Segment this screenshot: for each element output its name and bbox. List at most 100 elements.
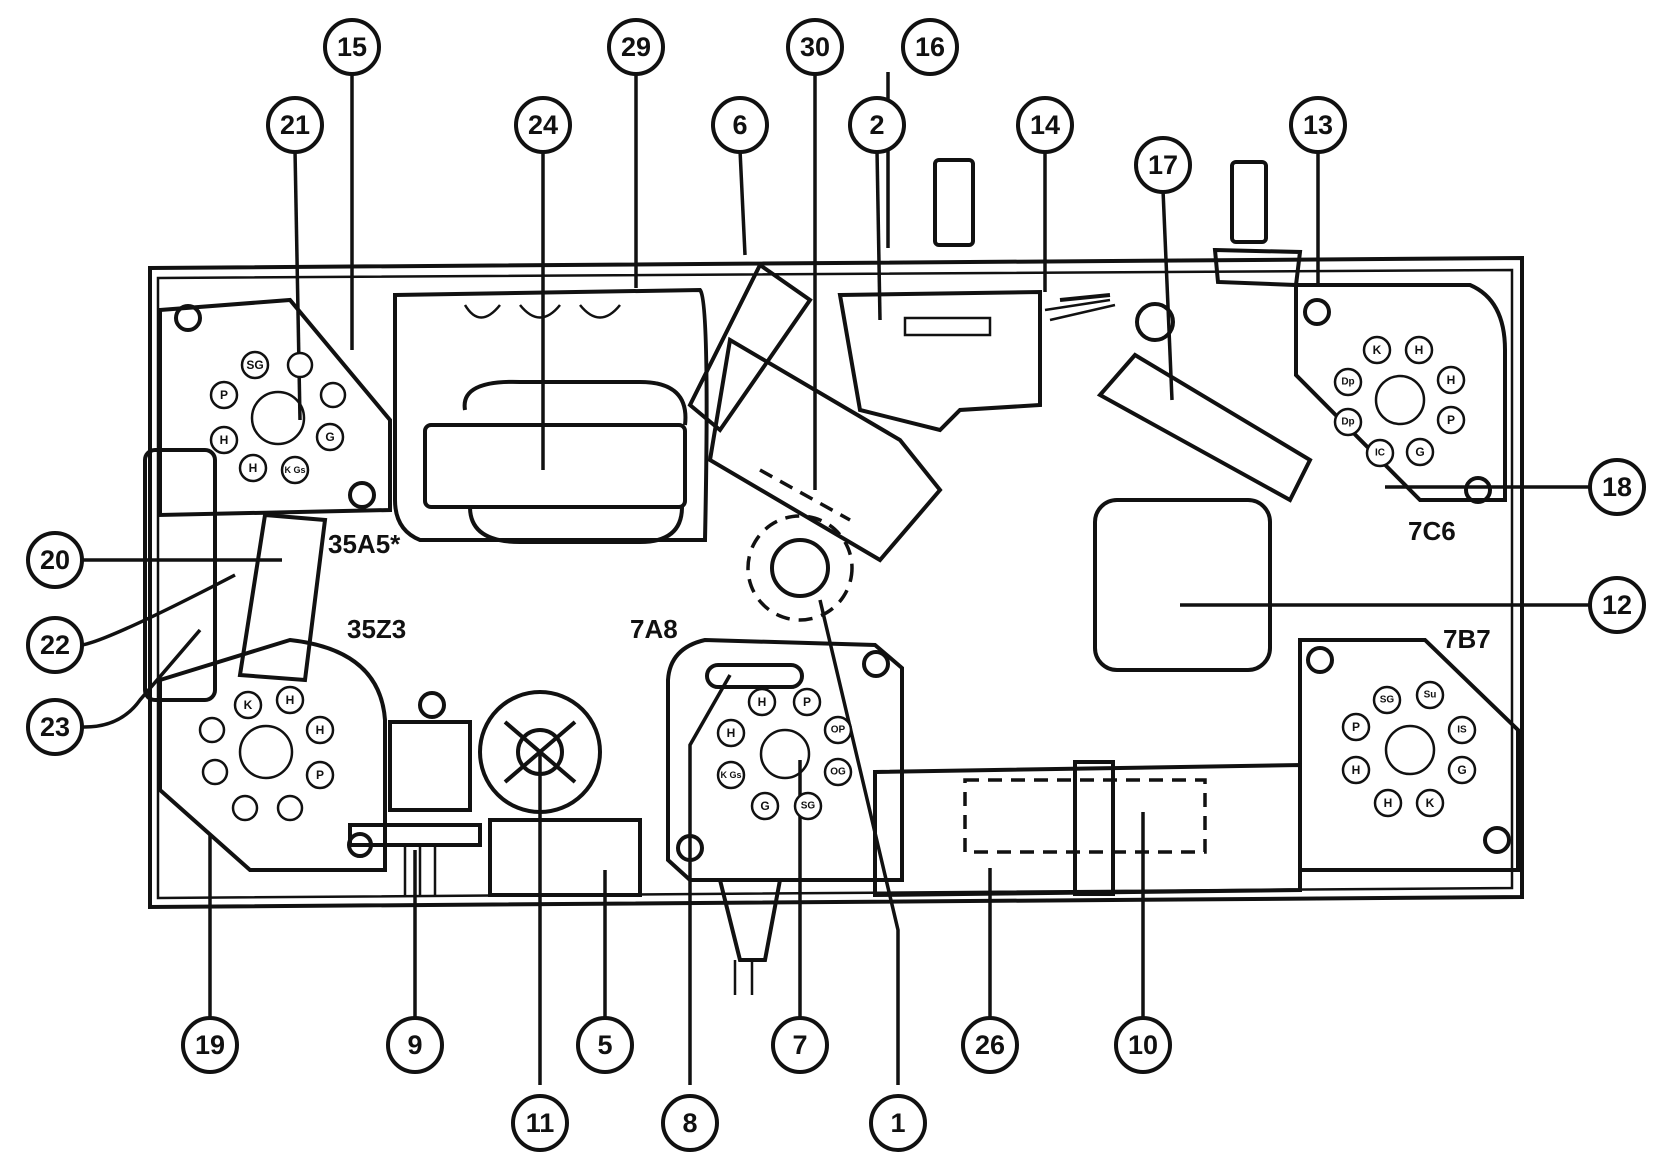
oscillator-coil-socket bbox=[746, 514, 854, 622]
callout-10: 10 bbox=[1114, 1016, 1172, 1074]
pin-7B7-K bbox=[1415, 788, 1445, 818]
pin-label: P bbox=[803, 695, 811, 709]
pin-label: SG bbox=[1380, 695, 1395, 706]
callout-number: 6 bbox=[732, 110, 747, 140]
pin-label: SG bbox=[801, 801, 816, 812]
callout-number: 30 bbox=[800, 32, 830, 62]
pin-7C6-H2 bbox=[1436, 365, 1466, 395]
callouts: 15 29 30 16 21 24 6 2 14 17 13 18 12 20 … bbox=[26, 18, 1646, 1152]
callout-number: 2 bbox=[869, 110, 884, 140]
capacitor-block bbox=[873, 760, 1302, 898]
callout-8: 8 bbox=[661, 1094, 719, 1152]
pin-7A8-SG bbox=[793, 791, 823, 821]
output-transformer bbox=[393, 287, 709, 544]
socket-plate-35A5 bbox=[158, 297, 392, 518]
callout-number: 23 bbox=[40, 712, 70, 742]
callout-number: 5 bbox=[597, 1030, 612, 1060]
terminal-strip bbox=[348, 691, 482, 895]
pin-label: Dp bbox=[1341, 417, 1354, 428]
callout-16: 16 bbox=[901, 18, 959, 76]
pin-label: H bbox=[1384, 796, 1393, 810]
callout-18: 18 bbox=[1588, 458, 1646, 516]
pin-7B7-G bbox=[1447, 755, 1477, 785]
callout-23: 23 bbox=[26, 698, 84, 756]
callout-20: 20 bbox=[26, 531, 84, 589]
pin-label: G bbox=[325, 430, 334, 444]
volume-control-switch bbox=[837, 158, 1116, 433]
pin-7A8-KGs bbox=[716, 760, 746, 790]
pin-7C6-H1 bbox=[1404, 335, 1434, 365]
leader-lines bbox=[81, 72, 1590, 1085]
pin-label: IC bbox=[1375, 448, 1385, 459]
pin-label: K Gs bbox=[720, 770, 741, 780]
pin-label: Su bbox=[1424, 690, 1437, 701]
callout-24: 24 bbox=[514, 96, 572, 154]
callout-number: 11 bbox=[526, 1108, 555, 1138]
callout-11: 11 bbox=[511, 1094, 569, 1152]
callout-number: 22 bbox=[40, 630, 70, 660]
tube-35Z3-pins: K H H P bbox=[198, 685, 335, 822]
callout-number: 1 bbox=[890, 1108, 905, 1138]
pin-35Z3-H2 bbox=[305, 715, 335, 745]
pin-label: P bbox=[1352, 720, 1360, 734]
callout-number: 15 bbox=[337, 32, 367, 62]
tube-label-35Z3: 35Z3 bbox=[347, 614, 406, 644]
callout-1: 1 bbox=[869, 1094, 927, 1152]
chassis-outline bbox=[148, 255, 1524, 910]
pin-label: IS bbox=[1457, 725, 1467, 736]
resistor-left bbox=[143, 448, 328, 702]
pin-label: SG bbox=[246, 358, 263, 372]
callout-26: 26 bbox=[961, 1016, 1019, 1074]
callout-number: 24 bbox=[528, 110, 558, 140]
pin-7C6-Dp1 bbox=[1333, 367, 1363, 397]
pin-7B7-H1 bbox=[1341, 755, 1371, 785]
callout-30: 30 bbox=[786, 18, 844, 76]
variable-capacitor bbox=[687, 262, 943, 563]
pin-7C6-Dp2 bbox=[1333, 407, 1363, 437]
callout-number: 26 bbox=[975, 1030, 1005, 1060]
tube-7A8-pins: H P H OP K Gs OG G SG bbox=[716, 687, 853, 821]
callout-number: 14 bbox=[1030, 110, 1060, 140]
pin-label: OG bbox=[830, 767, 846, 778]
electrolytic-capacitor bbox=[1093, 498, 1272, 672]
callout-number: 9 bbox=[407, 1030, 422, 1060]
pin-7C6-P bbox=[1436, 405, 1466, 435]
callout-number: 12 bbox=[1602, 590, 1632, 620]
pin-7C6-IC bbox=[1365, 438, 1395, 468]
pin-label: G bbox=[1457, 763, 1466, 777]
tube-label-7A8: 7A8 bbox=[630, 614, 678, 644]
pin-label: P bbox=[316, 768, 324, 782]
socket-plate-7B7 bbox=[1298, 638, 1520, 872]
callout-number: 18 bbox=[1602, 472, 1632, 502]
pin-7B7-Su bbox=[1415, 680, 1445, 710]
pin-35Z3-H1 bbox=[275, 685, 305, 715]
tube-7B7-pins: SG Su P IS H G H K bbox=[1341, 680, 1477, 818]
pin-35Z3-K bbox=[233, 690, 263, 720]
pin-label: H bbox=[1352, 763, 1361, 777]
pin-label: G bbox=[760, 799, 769, 813]
pin-label: H bbox=[758, 695, 767, 709]
pin-7B7-IS bbox=[1447, 715, 1477, 745]
pin-35A5-H1 bbox=[209, 425, 239, 455]
pin-35A5-KGs bbox=[280, 455, 310, 485]
pin-7A8-H2 bbox=[716, 718, 746, 748]
pin-label: P bbox=[1447, 413, 1455, 427]
pin-7A8-OP bbox=[823, 715, 853, 745]
pin-7A8-OG bbox=[823, 757, 853, 787]
pin-35A5-P bbox=[209, 380, 239, 410]
pin-7A8-G bbox=[750, 791, 780, 821]
callout-21: 21 bbox=[266, 96, 324, 154]
pin-35A5-G bbox=[315, 422, 345, 452]
callout-22: 22 bbox=[26, 616, 84, 674]
pin-7C6-G bbox=[1405, 437, 1435, 467]
callout-5: 5 bbox=[576, 1016, 634, 1074]
pin-35A5-SG bbox=[240, 350, 270, 380]
callout-15: 15 bbox=[323, 18, 381, 76]
pin-label: H bbox=[1415, 343, 1424, 357]
tube-label-7C6: 7C6 bbox=[1408, 516, 1456, 546]
callout-number: 21 bbox=[280, 110, 310, 140]
pin-label: H bbox=[1447, 373, 1456, 387]
pin-label: Dp bbox=[1341, 377, 1354, 388]
tube-7C6-pins: K H H Dp Dp P IC G bbox=[1333, 335, 1466, 468]
pin-label: H bbox=[727, 726, 736, 740]
